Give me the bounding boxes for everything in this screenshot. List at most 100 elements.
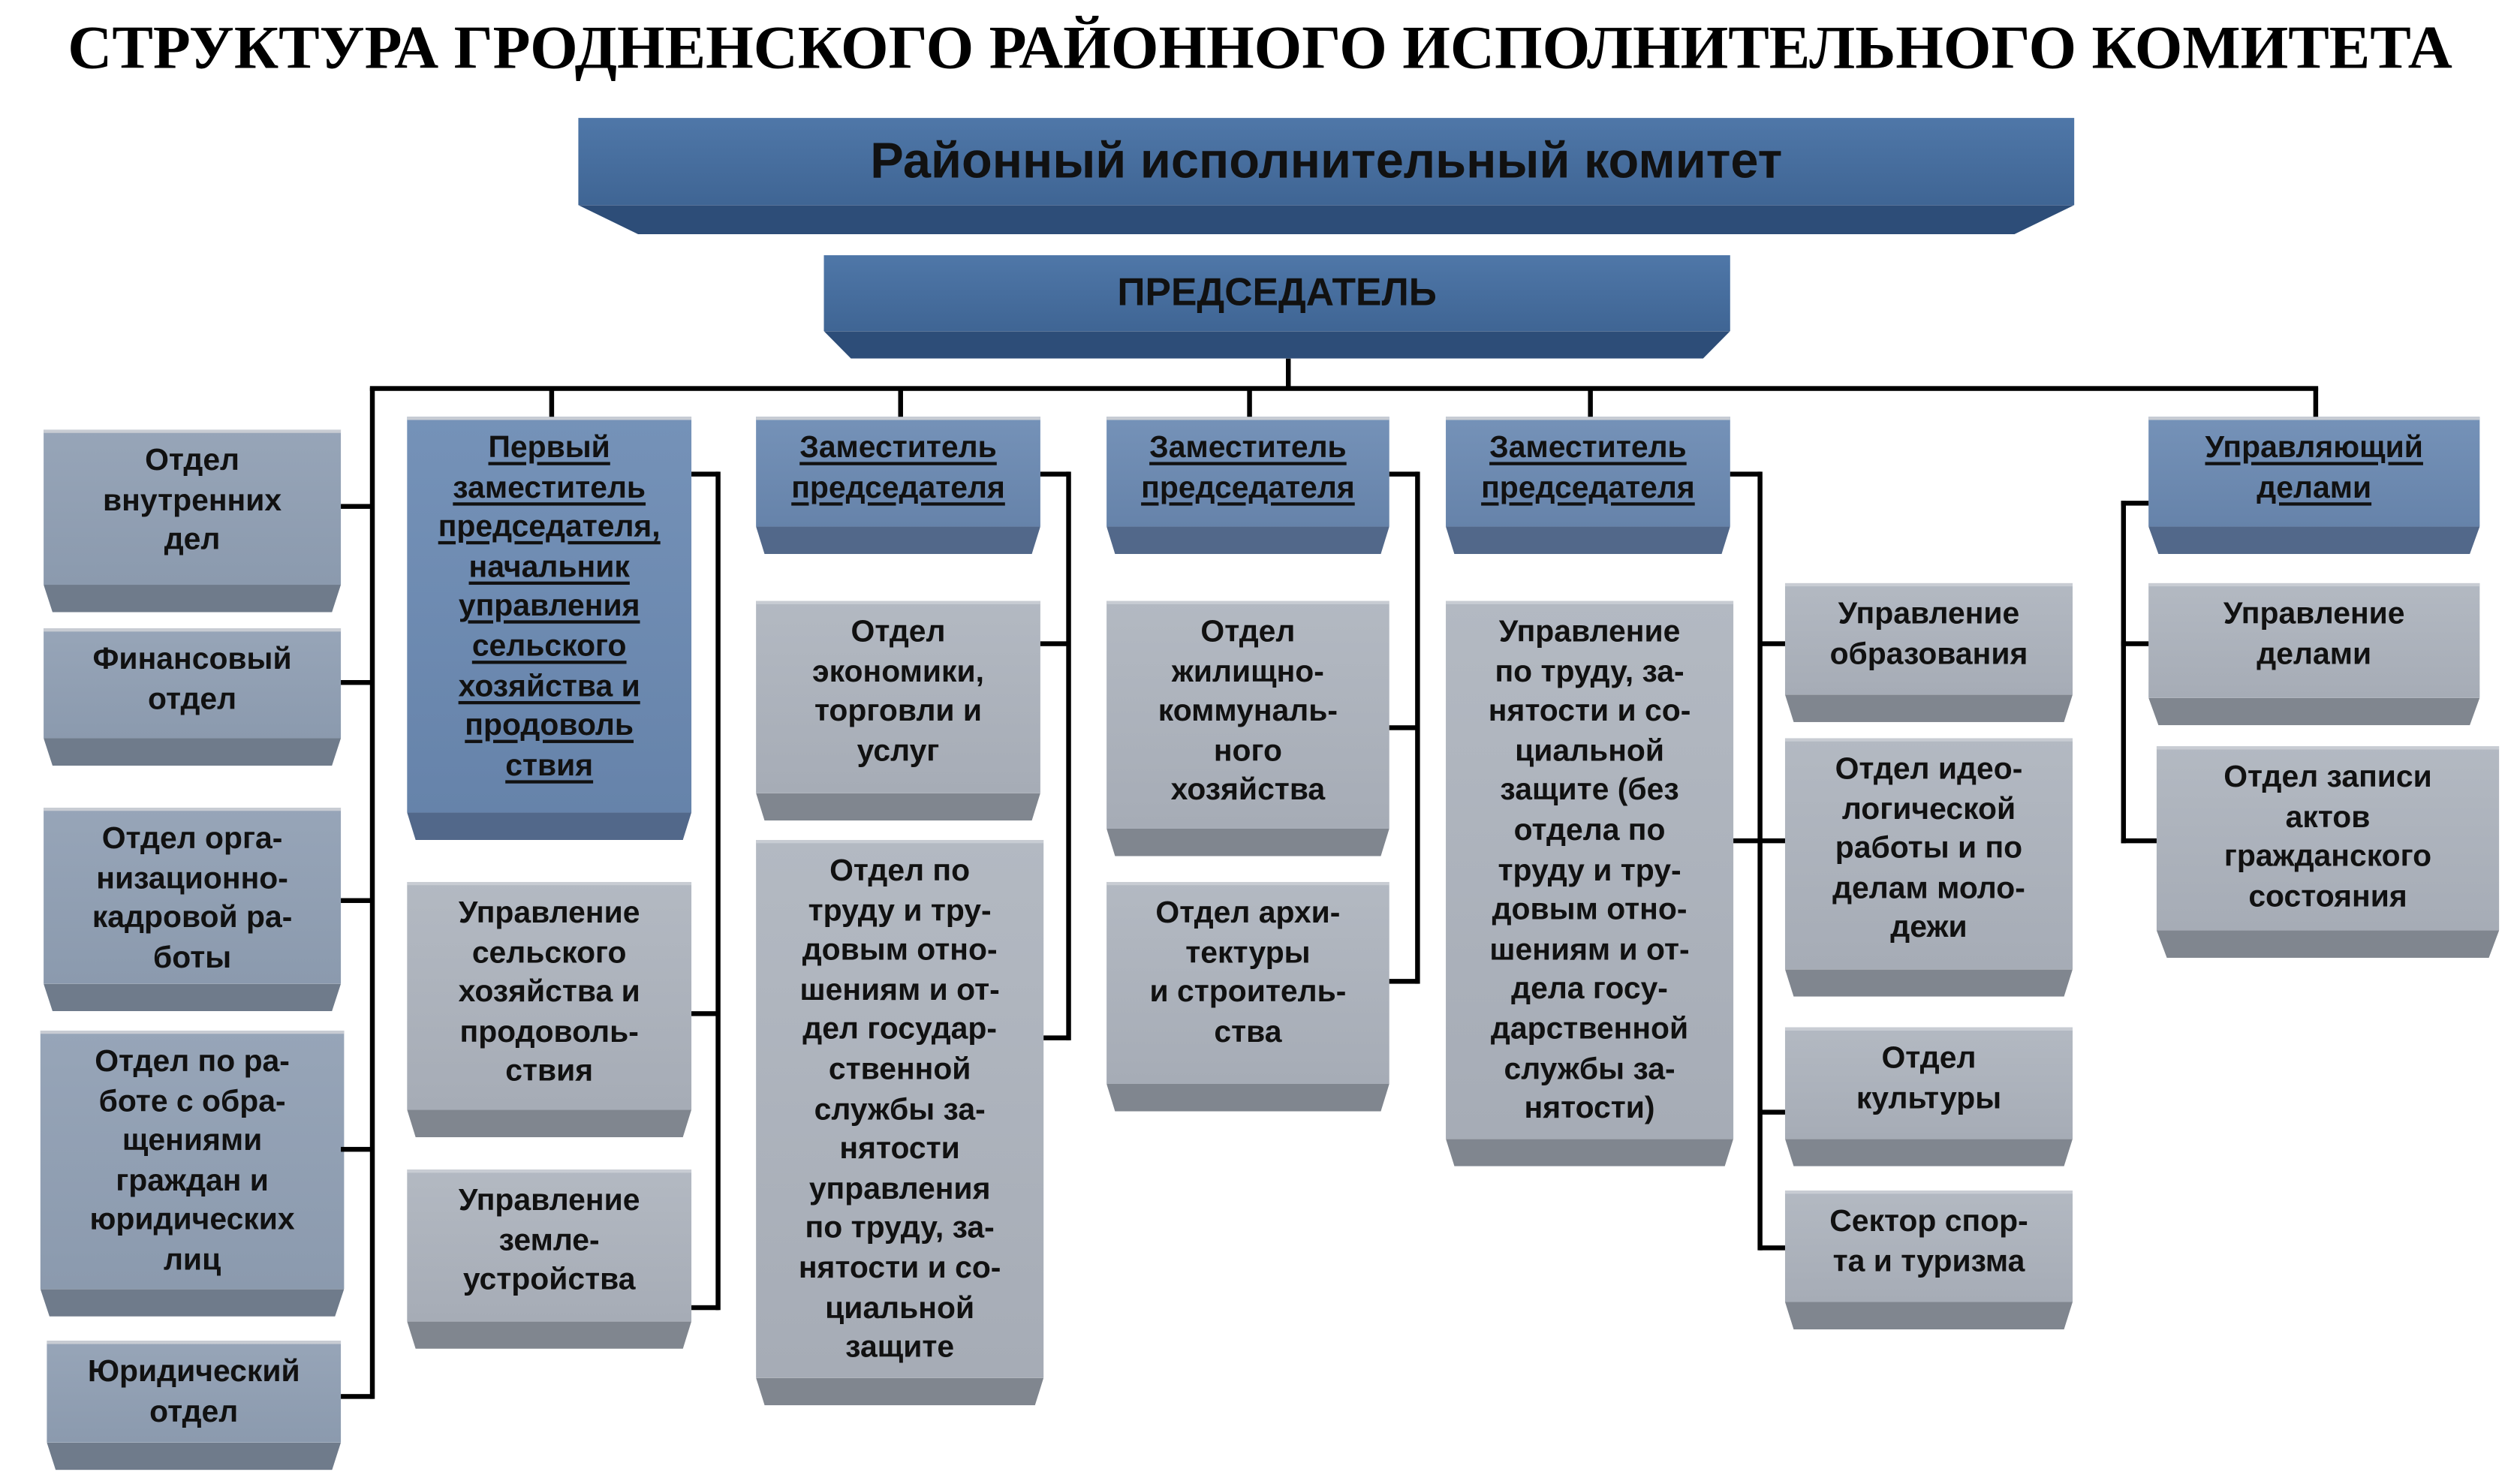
connector-line [1389,978,1419,983]
unit-box: Отдел архи- тектуры и строитель- ства [1106,881,1389,1112]
executive-committee-box: Районный исполнительный комитет [578,118,2075,235]
box-bevel [2148,697,2480,726]
connector-line [2120,501,2125,844]
connector-line [1730,471,1761,476]
box-bevel [44,983,342,1012]
connector-line [369,385,2319,390]
unit-box-label: Управление делами [2223,598,2405,672]
unit-box: Управление делами [2148,582,2480,726]
left-unit-box: Юридический отдел [47,1341,342,1470]
box-bevel [578,205,2075,235]
left-unit-box: Финансовый отдел [44,628,342,766]
box-bevel [1106,828,1389,856]
unit-box: Отдел идео- логической работы и по делам… [1784,738,2073,997]
unit-box: Отдел экономики, торговли и услуг [756,601,1040,821]
unit-box: Управление по труду, за- нятости и со- ц… [1446,601,1734,1166]
box-bevel [1106,526,1389,555]
deputy-box: Заместитель председателя [1446,417,1730,555]
box-bevel [1446,1139,1734,1166]
box-bevel [47,1442,342,1470]
connector-line [2312,387,2318,417]
left-unit-box-label: Финансовый отдел [92,643,292,717]
connector-line [1759,1109,1785,1114]
connector-line [1040,471,1070,476]
connector-line [1759,1245,1785,1250]
connector-line [691,471,719,476]
connector-line [1757,471,1762,1251]
box-bevel [2148,526,2480,555]
connector-line [1759,640,1785,646]
unit-box: Отдел жилищно- коммуналь- ного хозяйства [1106,601,1389,856]
connector-line [548,387,554,417]
box-bevel [823,331,1730,359]
connector-line [1389,471,1419,476]
deputy-box-label: Заместитель председателя [791,431,1005,505]
chairman-box-label: ПРЕДСЕДАТЕЛЬ [1117,271,1437,315]
connector-line [1587,387,1592,417]
connector-line [1246,387,1251,417]
left-unit-box: Отдел по ра- боте с обра- щениями гражда… [40,1030,345,1317]
connector-line [341,897,374,902]
unit-box-label: Отдел архи- тектуры и строитель- ства [1149,896,1347,1050]
executive-committee-box-label: Районный исполнительный комитет [870,132,1783,189]
unit-box-label: Управление сельского хозяйства и продово… [458,896,640,1090]
unit-box: Отдел записи актов гражданского состояни… [2156,746,2500,959]
first-deputy-box: Первый заместитель председателя, начальн… [407,417,692,841]
unit-box-label: Сектор спор- та и туризма [1829,1205,2028,1279]
unit-box: Отдел культуры [1784,1027,2073,1166]
unit-box-label: Отдел идео- логической работы и по делам… [1832,752,2025,946]
unit-box: Отдел по труду и тру- довым отно- шениям… [756,840,1044,1406]
box-bevel [44,738,342,766]
unit-box-label: Отдел культуры [1856,1042,2002,1116]
box-bevel [2156,930,2500,959]
connector-line [691,1304,719,1310]
deputy-box: Заместитель председателя [1106,417,1389,555]
box-bevel [756,1377,1044,1406]
connector-line [1284,358,1290,390]
connector-line [1733,837,1761,843]
chairman-box: ПРЕДСЕДАТЕЛЬ [823,255,1730,359]
connector-line [341,1145,374,1151]
unit-box-label: Отдел записи актов гражданского состояни… [2223,760,2432,914]
box-bevel [40,1289,345,1317]
box-bevel [1784,1139,2073,1166]
left-unit-box-label: Отдел по ра- боте с обра- щениями гражда… [89,1045,295,1278]
manager-box: Управляющий делами [2148,417,2480,555]
connector-line [341,679,374,685]
unit-box: Управление земле- устройства [407,1169,692,1349]
connector-line [1043,1034,1070,1040]
connector-line [1759,837,1785,843]
connector-line [2121,837,2157,843]
left-unit-box-label: Отдел орга- низационно- кадровой ра- бот… [92,822,293,976]
box-bevel [756,793,1040,821]
connector-line [2121,640,2149,646]
unit-box-label: Отдел экономики, торговли и услуг [812,615,985,769]
box-bevel [756,526,1040,555]
deputy-box: Заместитель председателя [756,417,1040,555]
box-bevel [407,812,692,841]
first-deputy-box-label: Первый заместитель председателя, начальн… [438,431,661,784]
chart-title: СТРУКТУРА ГРОДНЕНСКОГО РАЙОННОГО ИСПОЛНИ… [68,14,2452,83]
unit-box: Управление сельского хозяйства и продово… [407,881,692,1138]
deputy-box-label: Заместитель председателя [1481,431,1695,505]
unit-box: Управление образования [1784,582,2073,722]
left-unit-box: Отдел орга- низационно- кадровой ра- бот… [44,808,342,1012]
box-bevel [1106,1083,1389,1112]
unit-box-label: Управление образования [1829,598,2028,672]
box-bevel [1784,694,2073,722]
left-unit-box-label: Отдел внутренних дел [103,444,282,558]
box-bevel [1784,1302,2073,1330]
connector-line [1065,471,1070,1040]
left-unit-box-label: Юридический отдел [87,1355,300,1429]
unit-box-label: Управление по труду, за- нятости и со- ц… [1488,615,1691,1127]
unit-box-label: Управление земле- устройства [458,1184,640,1298]
manager-box-label: Управляющий делами [2205,431,2423,505]
box-bevel [1446,526,1730,555]
box-bevel [1784,969,2073,997]
box-bevel [44,585,342,613]
connector-line [2121,500,2149,505]
unit-box-label: Отдел жилищно- коммуналь- ного хозяйства [1158,615,1338,808]
unit-box-label: Отдел по труду и тру- довым отно- шениям… [798,854,1001,1365]
connector-line [1389,724,1419,730]
